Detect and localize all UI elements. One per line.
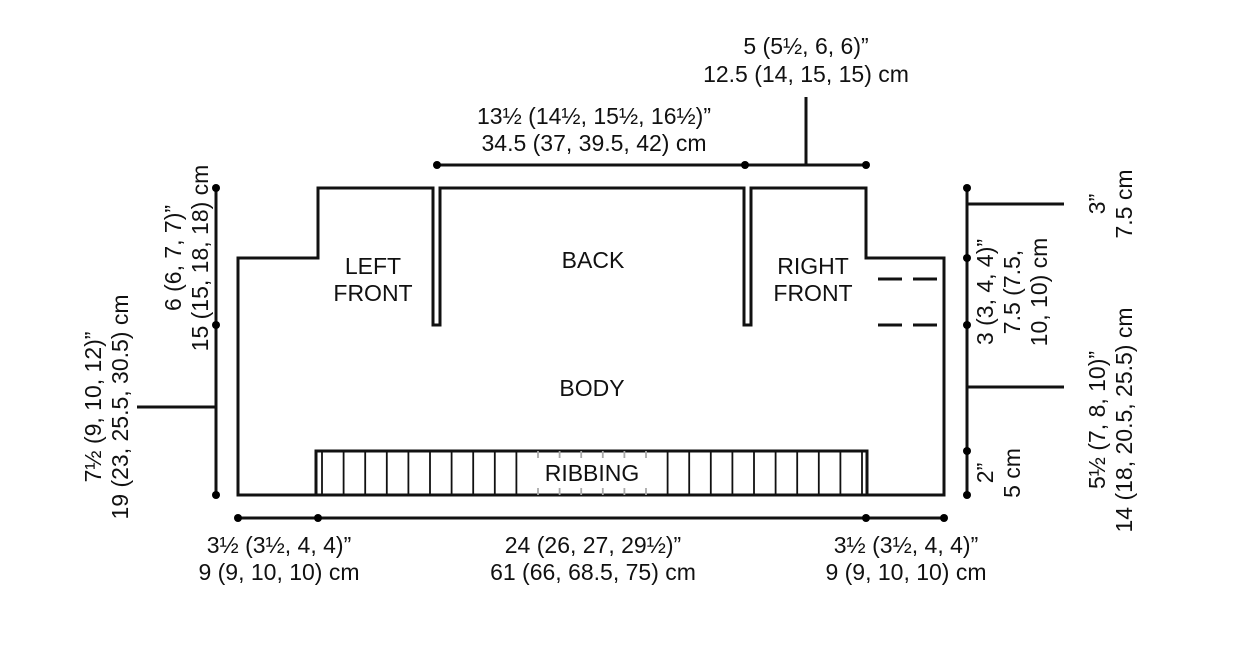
dim-dot [940, 514, 948, 522]
dim-bottom-right-cm: 9 (9, 10, 10) cm [825, 559, 986, 585]
dim-left-lower-cm: 19 (23, 25.5, 30.5) cm [107, 294, 133, 519]
dim-back-width-in: 13½ (14½, 15½, 16½)” [477, 103, 711, 129]
dim-left-upper-cm: 15 (15, 18, 18) cm [187, 165, 213, 352]
dim-shoulder-in: 5 (5½, 6, 6)” [743, 33, 868, 59]
dim-dot [212, 491, 220, 499]
dim-right-inner-lower-cm: 5 cm [999, 448, 1025, 498]
dim-bottom-center-cm: 61 (66, 68.5, 75) cm [490, 559, 696, 585]
dim-right-outer-long-in: 5½ (7, 8, 10)” [1084, 351, 1110, 489]
dim-dot [963, 321, 971, 329]
dim-dot [234, 514, 242, 522]
right-dimensions [963, 184, 1064, 499]
label-body: BODY [559, 375, 624, 401]
dim-dot [741, 161, 749, 169]
top-dimensions [433, 97, 870, 169]
dim-bottom-left-cm: 9 (9, 10, 10) cm [198, 559, 359, 585]
buttonhole-marks [878, 277, 937, 327]
dim-right-outer-cm: 7.5 cm [1111, 169, 1137, 238]
bottom-dimensions [234, 514, 948, 522]
dim-right-inner-upper-cm-1: 7.5 (7.5, [999, 250, 1025, 334]
label-left-front-1: LEFT [345, 253, 401, 279]
ribbing-label-bg [533, 458, 651, 488]
dim-dot [862, 514, 870, 522]
dim-right-inner-upper-in: 3 (3, 4, 4)” [972, 239, 998, 345]
dim-dot [963, 447, 971, 455]
dim-right-inner-upper-cm-2: 10, 10) cm [1026, 238, 1052, 347]
ribbing-band [314, 449, 869, 497]
dim-left-upper-in: 6 (6, 7, 7)” [160, 205, 186, 311]
left-front-outline [236, 186, 946, 497]
label-left-front-2: FRONT [333, 280, 412, 306]
dim-dot [433, 161, 441, 169]
dim-back-width-cm: 34.5 (37, 39.5, 42) cm [481, 130, 706, 156]
dim-bottom-center-in: 24 (26, 27, 29½)” [505, 532, 681, 558]
dim-right-inner-lower-in: 2” [972, 463, 998, 483]
label-right-front-2: FRONT [773, 280, 852, 306]
dim-dot [212, 184, 220, 192]
garment-outline [236, 186, 946, 497]
dim-dot [963, 254, 971, 262]
dim-bottom-left-in: 3½ (3½, 4, 4)” [207, 532, 351, 558]
label-back: BACK [562, 247, 625, 273]
dim-bottom-right-in: 3½ (3½, 4, 4)” [834, 532, 978, 558]
dim-left-lower-in: 7½ (9, 10, 12)” [80, 332, 106, 483]
dim-dot [963, 184, 971, 192]
dim-right-outer-in: 3” [1084, 194, 1110, 214]
dim-dot [314, 514, 322, 522]
dim-dot [862, 161, 870, 169]
left-dimensions [137, 184, 220, 499]
dim-dot [212, 321, 220, 329]
label-ribbing: RIBBING [545, 460, 640, 486]
dim-right-outer-long-cm: 14 (18, 20.5, 25.5) cm [1111, 307, 1137, 532]
dim-shoulder-cm: 12.5 (14, 15, 15) cm [703, 61, 909, 87]
label-right-front-1: RIGHT [777, 253, 849, 279]
dim-dot [963, 491, 971, 499]
